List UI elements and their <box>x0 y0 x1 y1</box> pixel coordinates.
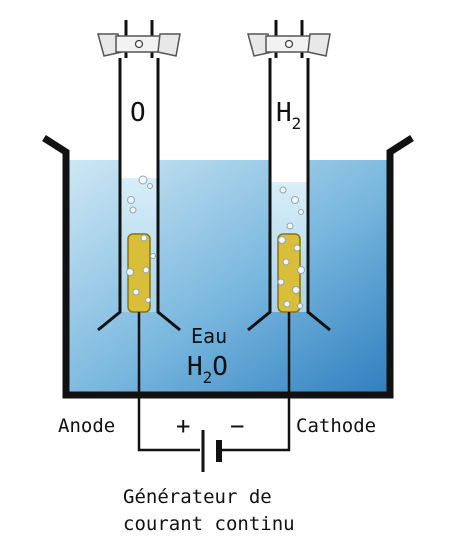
anode-wire <box>137 312 200 452</box>
water-label: Eau <box>191 324 227 348</box>
generator-label-line2: courant continu <box>123 513 295 535</box>
hydrogen-label: H2 <box>276 98 301 133</box>
left-test-tube <box>97 20 181 332</box>
cathode-label: Cathode <box>296 415 376 437</box>
water-formula: H2O <box>187 352 228 387</box>
oxygen-bubbles <box>126 175 156 303</box>
minus-sign: − <box>230 412 244 440</box>
hydrogen-bubbles <box>277 186 305 309</box>
right-test-tube <box>247 20 331 332</box>
plus-sign: + <box>176 412 190 440</box>
oxygen-label: O <box>130 98 146 128</box>
anode-label: Anode <box>58 415 115 437</box>
battery-symbol <box>201 430 222 472</box>
left-clamp <box>97 33 181 57</box>
vessel <box>42 135 414 399</box>
cathode-wire <box>222 312 291 452</box>
water-body <box>64 160 392 392</box>
right-clamp <box>247 33 331 57</box>
generator-label-line1: Générateur de <box>123 486 272 508</box>
